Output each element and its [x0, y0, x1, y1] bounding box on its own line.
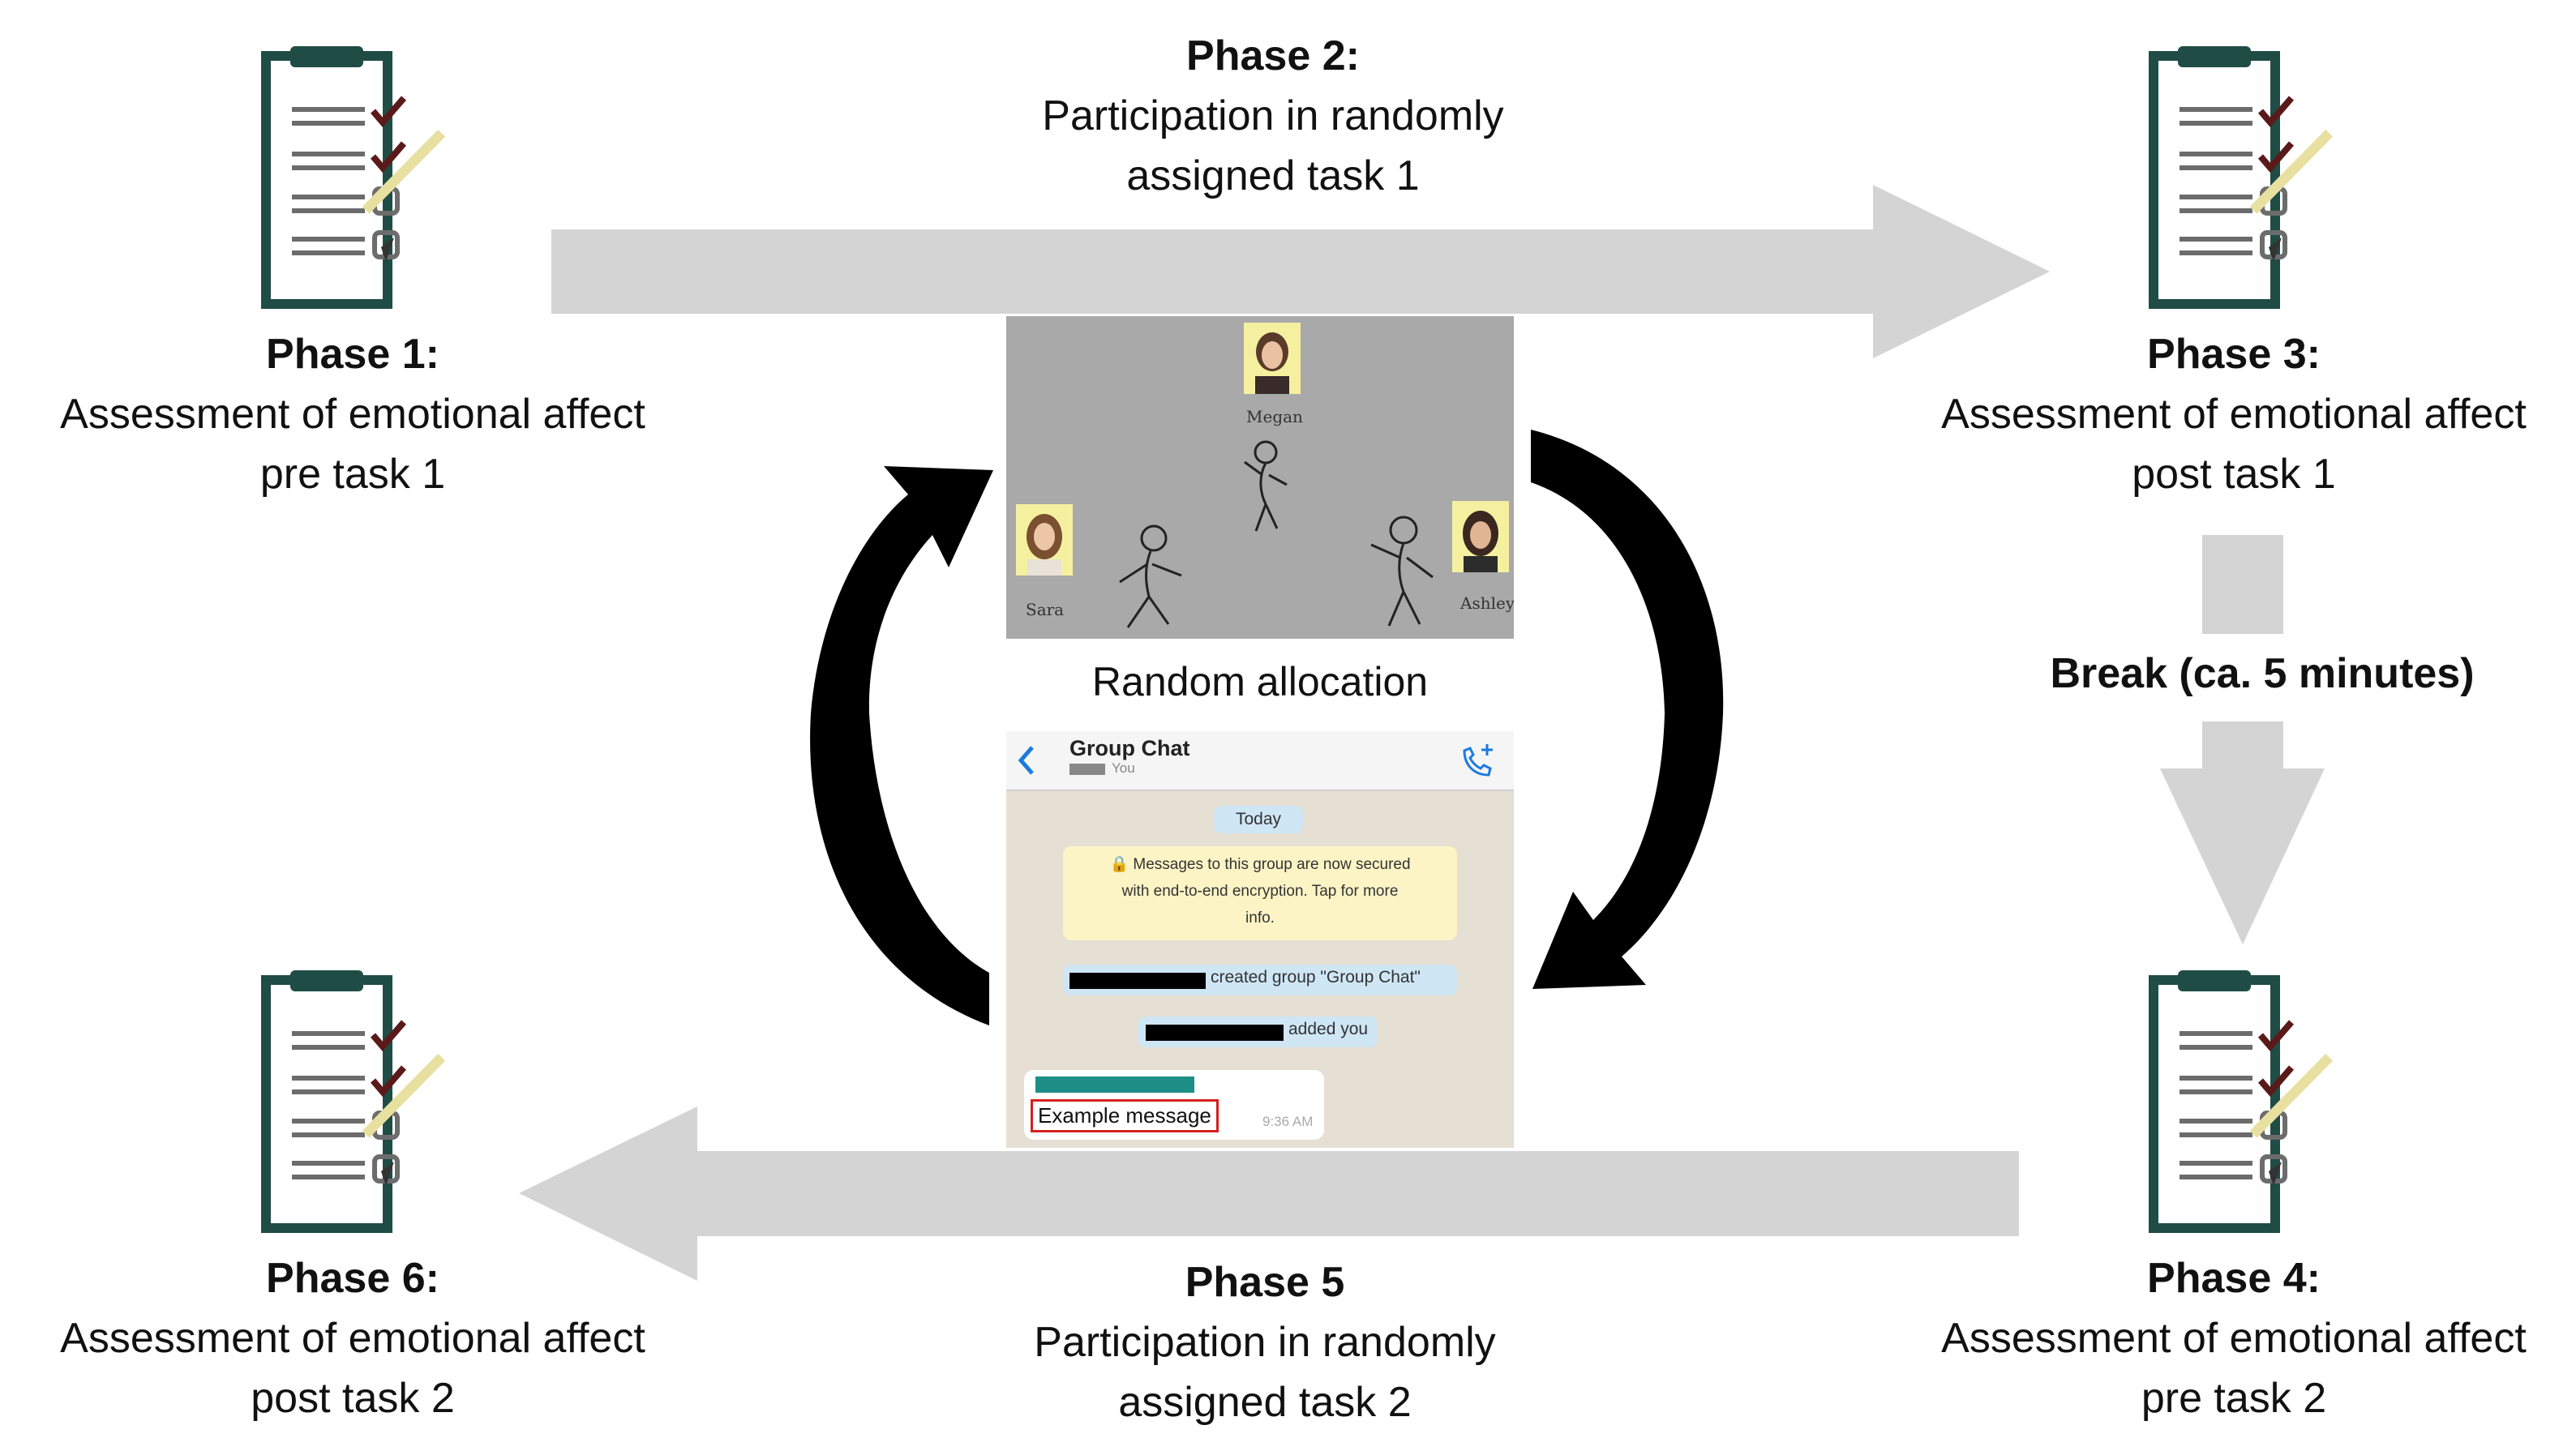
phase6-heading: Phase 6:	[266, 1255, 439, 1302]
group-chat-screenshot: Group Chat You Today 🔒 Messages to this …	[1006, 731, 1514, 1148]
phase4-line2: pre task 2	[2141, 1375, 2327, 1422]
chat-subtitle: You	[1112, 760, 1135, 776]
phase2-heading: Phase 2:	[1186, 32, 1360, 79]
phase3-line1: Assessment of emotional affect	[1941, 391, 2527, 438]
flow-arrow-break-top	[2202, 535, 2283, 634]
encryption-notice: 🔒 Messages to this group are now secured…	[1063, 846, 1457, 940]
break-label: Break (ca. 5 minutes)	[2019, 644, 2505, 704]
created-group-notice: created group "Group Chat"	[1063, 965, 1457, 995]
added-you-notice: added you	[1138, 1017, 1378, 1047]
name-redaction	[1069, 973, 1206, 989]
phase1-label: Phase 1: Assessment of emotional affect …	[16, 324, 689, 504]
avatar-sara	[1016, 504, 1073, 576]
phase5-label: Phase 5 Participation in randomly assign…	[932, 1252, 1597, 1432]
encryption-line2: with end-to-end encryption. Tap for more	[1121, 883, 1399, 900]
phase6-label: Phase 6: Assessment of emotional affect …	[16, 1248, 689, 1428]
phase4-line1: Assessment of emotional affect	[1941, 1315, 2527, 1362]
player-name-sara: Sara	[1026, 600, 1065, 619]
stick-figure-sara	[1119, 524, 1182, 628]
pencil-icon	[2249, 129, 2334, 262]
example-message-bubble: Example message 9:36 AM	[1024, 1070, 1324, 1140]
avatar-ashley	[1452, 501, 1509, 572]
pencil-icon	[362, 1053, 446, 1186]
clipboard-checklist-icon	[2149, 46, 2334, 309]
chat-header: Group Chat You	[1006, 731, 1514, 791]
cycle-arrow-right	[1531, 430, 1724, 989]
example-message-text: Example message	[1031, 1099, 1219, 1132]
player-name-ashley: Ashley	[1460, 593, 1514, 613]
flow-arrow-break	[2160, 721, 2325, 944]
clipboard-phase3	[2147, 45, 2334, 312]
phase5-line1: Participation in randomly	[1034, 1319, 1496, 1366]
clipboard-phase6	[259, 969, 446, 1236]
phase6-line2: post task 2	[251, 1375, 455, 1422]
stick-figure-ashley	[1370, 516, 1434, 627]
clipboard-phase4	[2147, 969, 2334, 1236]
phase5-line2: assigned task 2	[1118, 1379, 1412, 1426]
stick-figure-megan	[1244, 440, 1288, 532]
encryption-line1: 🔒 Messages to this group are now secured	[1109, 856, 1411, 873]
phase1-line2: pre task 1	[259, 451, 446, 498]
flow-arrow-phase2	[551, 185, 2050, 358]
phase3-line2: post task 1	[2132, 451, 2336, 498]
clipboard-checklist-icon	[261, 970, 446, 1233]
phase2-line1: Participation in randomly	[1042, 92, 1504, 139]
random-allocation-label: Random allocation	[1091, 659, 1429, 704]
phase4-heading: Phase 4:	[2147, 1255, 2321, 1302]
phase2-line2: assigned task 1	[1126, 152, 1420, 199]
clipboard-checklist-icon	[2149, 970, 2334, 1233]
cyberball-screenshot: Megan Sara Ashley	[1006, 316, 1514, 639]
encryption-line3: info.	[1245, 910, 1275, 927]
back-chevron-icon	[1018, 746, 1034, 775]
chat-title: Group Chat	[1069, 736, 1190, 760]
phase6-line1: Assessment of emotional affect	[60, 1315, 645, 1362]
avatar-megan	[1244, 323, 1301, 394]
created-group-text: created group "Group Chat"	[1211, 968, 1421, 987]
phase2-label: Phase 2: Participation in randomly assig…	[941, 26, 1605, 206]
sender-name-redaction	[1035, 1076, 1194, 1093]
phase4-label: Phase 4: Assessment of emotional affect …	[1897, 1248, 2570, 1428]
add-call-icon	[1463, 744, 1493, 777]
cycle-arrow-left	[810, 466, 993, 1025]
phase1-heading: Phase 1:	[266, 331, 439, 378]
date-badge: Today	[1214, 806, 1303, 833]
phase1-line1: Assessment of emotional affect	[60, 391, 645, 438]
pencil-icon	[2249, 1053, 2334, 1186]
clipboard-checklist-icon	[261, 46, 446, 309]
break-text: Break (ca. 5 minutes)	[2050, 650, 2475, 697]
added-you-text: added you	[1288, 1020, 1369, 1038]
player-name-megan: Megan	[1246, 407, 1303, 426]
pencil-icon	[362, 129, 446, 262]
message-time: 9:36 AM	[1262, 1114, 1314, 1129]
flow-arrow-phase5	[519, 1106, 2019, 1281]
phase3-heading: Phase 3:	[2147, 331, 2321, 378]
phase3-label: Phase 3: Assessment of emotional affect …	[1897, 324, 2570, 504]
chat-subtitle-redaction	[1069, 764, 1105, 775]
name-redaction	[1146, 1025, 1284, 1041]
phase5-heading: Phase 5	[1185, 1259, 1345, 1306]
clipboard-phase1	[259, 45, 446, 312]
